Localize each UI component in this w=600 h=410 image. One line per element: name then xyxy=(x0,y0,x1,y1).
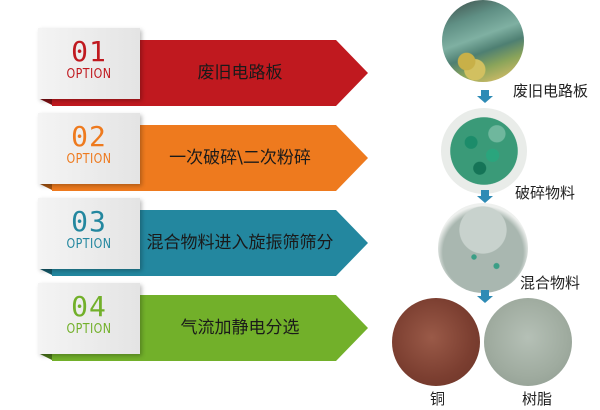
step-4-card: 04 OPTION xyxy=(38,283,140,354)
step-4-number: 04 xyxy=(71,290,107,323)
step-4-label: 气流加静电分选 xyxy=(180,318,300,338)
step-3-option: OPTION xyxy=(66,237,112,252)
circuit-board-photo xyxy=(442,0,524,82)
step-1-banner: 废旧电路板 01 OPTION xyxy=(38,28,368,108)
step-2-label: 一次破碎\二次粉碎 xyxy=(169,148,311,168)
circuit-board-caption: 废旧电路板 xyxy=(513,82,589,100)
step-1-card: 01 OPTION xyxy=(38,28,140,99)
copper-caption: 铜 xyxy=(430,390,446,408)
step-1-number: 01 xyxy=(71,35,107,68)
step-4-banner: 气流加静电分选 04 OPTION xyxy=(38,283,368,363)
resin-photo xyxy=(484,298,572,386)
step-2-option: OPTION xyxy=(66,152,112,167)
step-2-banner: 一次破碎\二次粉碎 02 OPTION xyxy=(38,113,368,193)
step-3-banner: 混合物料进入旋振筛筛分 03 OPTION xyxy=(38,198,368,278)
step-3-fold xyxy=(38,268,54,276)
step-3-card: 03 OPTION xyxy=(38,198,140,269)
step-4-option: OPTION xyxy=(66,322,112,337)
mixed-material-caption: 混合物料 xyxy=(520,274,581,292)
step-2-card: 02 OPTION xyxy=(38,113,140,184)
step-2-number: 02 xyxy=(71,120,107,153)
copper-photo xyxy=(392,298,480,386)
crushed-material-photo xyxy=(441,108,527,194)
step-1-option: OPTION xyxy=(66,67,112,82)
crushed-material-caption: 破碎物料 xyxy=(515,184,576,202)
step-4-fold xyxy=(38,353,54,361)
step-3-label: 混合物料进入旋振筛筛分 xyxy=(146,233,334,253)
step-1-fold xyxy=(38,98,54,106)
step-2-fold xyxy=(38,183,54,191)
step-3-number: 03 xyxy=(71,205,107,238)
resin-caption: 树脂 xyxy=(522,390,553,408)
mixed-material-photo xyxy=(438,203,528,293)
step-1-label: 废旧电路板 xyxy=(197,63,283,83)
